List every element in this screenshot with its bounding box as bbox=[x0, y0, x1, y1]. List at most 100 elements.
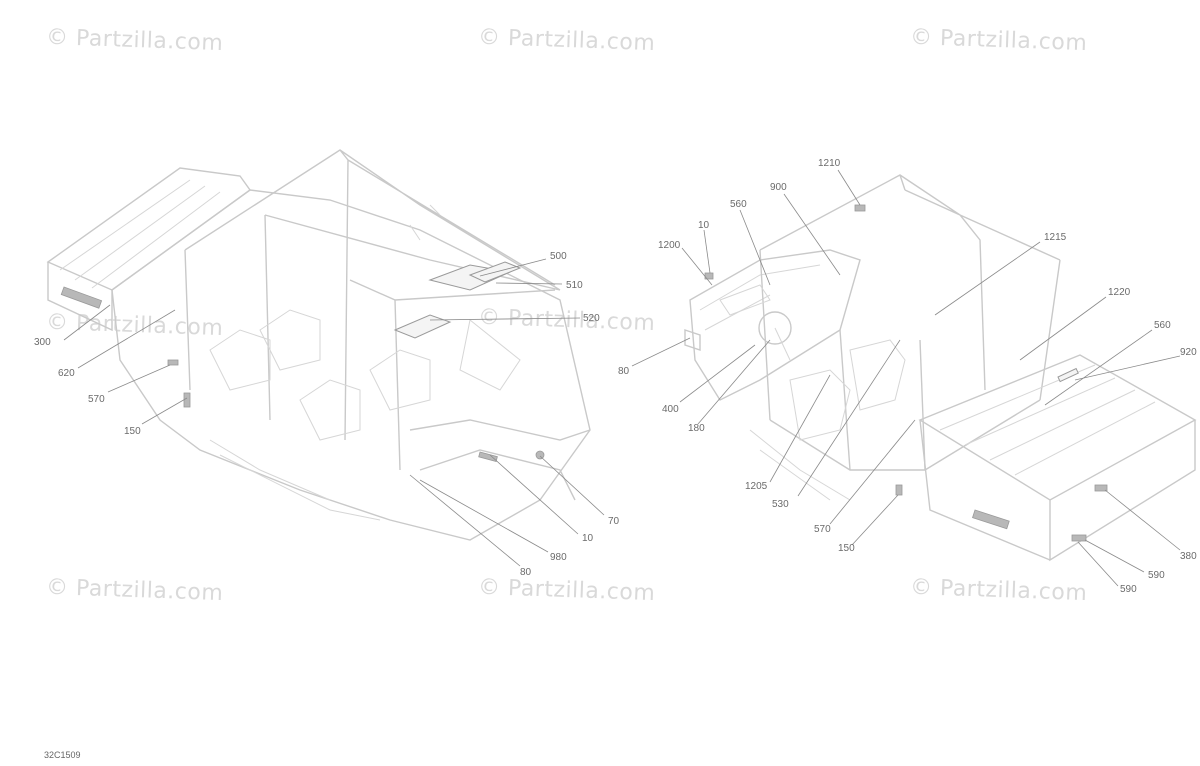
roll-cage-lower bbox=[769, 329, 1041, 471]
cargo-bed-outline bbox=[46, 167, 251, 291]
dash-panel bbox=[459, 319, 521, 391]
leader-10 bbox=[489, 454, 579, 535]
leader-530 bbox=[797, 339, 901, 497]
front-seats bbox=[299, 349, 431, 441]
roll-cage-front bbox=[349, 279, 556, 471]
right-vehicle-drawing: 1210 900 560 10 1200 1215 1220 560 920 8… bbox=[618, 158, 1197, 595]
callout-label: 180 bbox=[688, 423, 705, 434]
callout-label: 1210 bbox=[818, 158, 841, 169]
leader-570 bbox=[829, 419, 916, 525]
leader-400 bbox=[679, 344, 756, 403]
floor-rails bbox=[749, 429, 851, 501]
hood-lines bbox=[699, 264, 821, 331]
hood-emblem bbox=[535, 450, 545, 460]
cage-decal-1210 bbox=[854, 204, 866, 212]
leader-590b bbox=[1077, 541, 1119, 587]
callout-label: 80 bbox=[520, 567, 532, 578]
callout-label: 510 bbox=[566, 280, 583, 291]
callout-label: 1220 bbox=[1108, 287, 1131, 298]
leader-520 bbox=[429, 317, 581, 321]
headlight bbox=[684, 329, 701, 351]
leader-560b bbox=[1044, 329, 1153, 406]
callout-label: 1215 bbox=[1044, 232, 1067, 243]
tailgate bbox=[1049, 420, 1196, 562]
callout-label: 1200 bbox=[658, 240, 681, 251]
leader-150 bbox=[141, 397, 188, 425]
leader-510 bbox=[495, 282, 563, 285]
leader-1220 bbox=[1019, 296, 1107, 361]
leader-10 bbox=[703, 229, 711, 274]
leader-300 bbox=[63, 304, 111, 341]
steering-wheel bbox=[758, 311, 792, 345]
callout-label: 570 bbox=[88, 394, 105, 405]
leader-150 bbox=[851, 494, 899, 546]
body-outline bbox=[111, 189, 591, 541]
leader-1200 bbox=[681, 247, 713, 286]
callout-label: 80 bbox=[618, 366, 630, 377]
diagram-reference-number: 32C1509 bbox=[44, 750, 81, 760]
callout-label: 380 bbox=[1180, 551, 1197, 562]
callout-label: 980 bbox=[550, 552, 567, 563]
leader-1205 bbox=[769, 374, 831, 483]
callout-label: 10 bbox=[698, 220, 710, 231]
leader-1210 bbox=[837, 169, 861, 206]
leader-560 bbox=[739, 209, 771, 286]
callout-label: 150 bbox=[124, 426, 141, 437]
callout-label: 70 bbox=[608, 516, 620, 527]
leader-920 bbox=[1074, 355, 1181, 381]
leader-380 bbox=[1104, 489, 1181, 551]
tailgate-badge bbox=[972, 509, 1010, 530]
leader-80 bbox=[631, 337, 691, 367]
callout-label: 10 bbox=[582, 533, 594, 544]
callout-label: 560 bbox=[730, 199, 747, 210]
callout-label: 590 bbox=[1120, 584, 1137, 595]
dash-cluster bbox=[719, 284, 771, 316]
callout-label: 620 bbox=[58, 368, 75, 379]
tailgate bbox=[47, 262, 113, 332]
leader-570 bbox=[107, 364, 171, 393]
rear-decal-590 bbox=[1071, 534, 1087, 542]
callout-label: 500 bbox=[550, 251, 567, 262]
cage-brackets bbox=[409, 204, 441, 241]
leader-590a bbox=[1084, 539, 1145, 573]
rear-seats bbox=[209, 309, 321, 391]
floor-rails bbox=[209, 439, 381, 521]
callout-label: 1205 bbox=[745, 481, 768, 492]
callout-label: 400 bbox=[662, 404, 679, 415]
hood-lines bbox=[409, 419, 591, 501]
callout-label: 300 bbox=[34, 337, 51, 348]
leader-1215 bbox=[934, 241, 1041, 316]
leader-70 bbox=[539, 455, 605, 516]
callout-label: 920 bbox=[1180, 347, 1197, 358]
roll-cage bbox=[759, 174, 1061, 421]
bed-side bbox=[919, 419, 1051, 561]
leader-980 bbox=[419, 479, 549, 553]
left-vehicle-drawing: 500 510 520 300 620 570 150 70 10 980 80 bbox=[34, 149, 620, 578]
roll-cage bbox=[184, 149, 561, 441]
cargo-bed-ribs bbox=[939, 364, 1156, 476]
leader-900 bbox=[783, 193, 841, 276]
roof-decal-520 bbox=[393, 314, 452, 339]
side-decal-570 bbox=[167, 359, 179, 366]
leader-500 bbox=[479, 258, 547, 277]
callout-label: 570 bbox=[814, 524, 831, 535]
hood-decal bbox=[478, 451, 498, 462]
callout-label: 560 bbox=[1154, 320, 1171, 331]
steering-column bbox=[774, 327, 791, 361]
cargo-bed-ribs bbox=[59, 179, 221, 289]
callout-label: 590 bbox=[1148, 570, 1165, 581]
callout-label: 520 bbox=[583, 313, 600, 324]
side-decal-150 bbox=[183, 392, 191, 408]
side-decal-150 bbox=[895, 484, 903, 496]
leader-620 bbox=[77, 309, 176, 369]
leader-180 bbox=[697, 339, 771, 425]
rear-decal-380 bbox=[1094, 484, 1108, 492]
callout-label: 530 bbox=[772, 499, 789, 510]
tailgate-badge bbox=[60, 286, 103, 309]
leader-80 bbox=[409, 474, 521, 567]
bed-decal-920 bbox=[1057, 367, 1079, 383]
callout-label: 900 bbox=[770, 182, 787, 193]
seats bbox=[789, 339, 906, 441]
